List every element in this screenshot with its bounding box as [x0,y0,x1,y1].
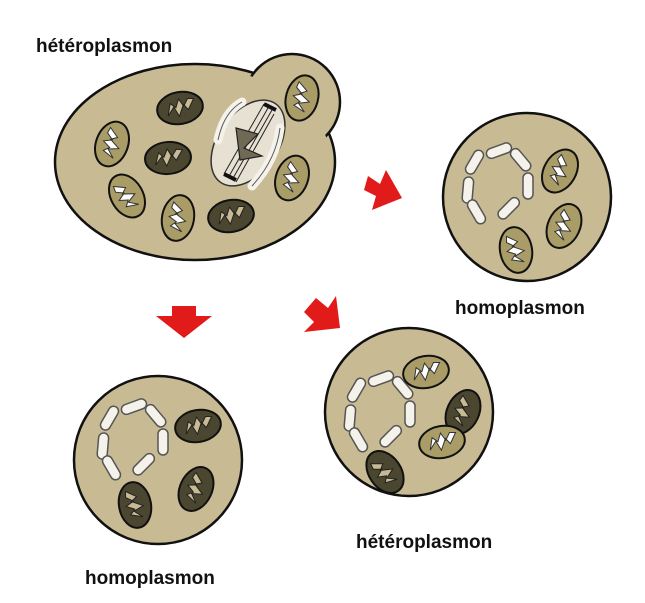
division-arrow-diagonal [304,296,340,332]
daughter-cell-bottom-left [74,376,242,544]
daughter-top-right-label: homoplasmon [455,298,585,320]
division-arrow-right [364,170,402,210]
daughter-bottom-left-label: homoplasmon [85,568,215,590]
daughter-bottom-right-label: hétéroplasmon [356,532,492,554]
parent-cell-label: hétéroplasmon [36,36,172,58]
division-arrow-down [156,306,212,338]
